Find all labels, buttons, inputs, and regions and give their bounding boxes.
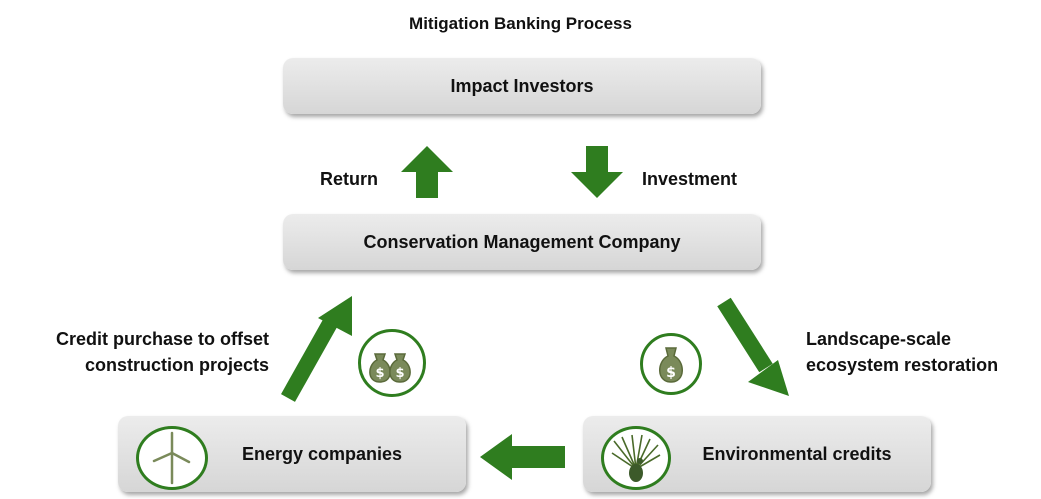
credit-purchase-label: Credit purchase to offset construction p… [56, 326, 269, 378]
credit-purchase-line-1: Credit purchase to offset [55, 329, 269, 349]
restoration-line-2: ecosystem restoration [806, 355, 999, 375]
conservation-company-label: Conservation Management Company [363, 231, 681, 252]
credit-purchase-line-2: construction projects [84, 355, 269, 375]
return-label: Return [320, 169, 378, 189]
restoration-label: Landscape-scale ecosystem restoration [806, 326, 998, 378]
peacock-icon [601, 426, 671, 490]
wind-turbine-icon [136, 426, 208, 490]
environmental-credits-label: Environmental credits [702, 443, 892, 464]
investment-arrow [571, 146, 623, 198]
return-arrow [401, 146, 453, 198]
impact-investors-label: Impact Investors [450, 75, 594, 96]
diagram-title: Mitigation Banking Process [409, 14, 632, 33]
impact-investors-box: Impact Investors [283, 58, 761, 114]
conservation-company-box: Conservation Management Company [283, 214, 761, 270]
credit-purchase-arrow [281, 296, 352, 402]
energy-companies-label: Energy companies [241, 443, 403, 464]
svg-text:$: $ [666, 365, 676, 381]
restoration-arrow [717, 297, 789, 396]
credit-flow-arrow [480, 434, 565, 480]
money-bag-icon: $ [640, 333, 702, 395]
svg-text:$: $ [375, 366, 384, 381]
money-bags-icon: $ $ [358, 329, 426, 397]
svg-text:$: $ [395, 366, 404, 381]
investment-label: Investment [642, 169, 738, 189]
restoration-line-1: Landscape-scale [806, 329, 952, 349]
